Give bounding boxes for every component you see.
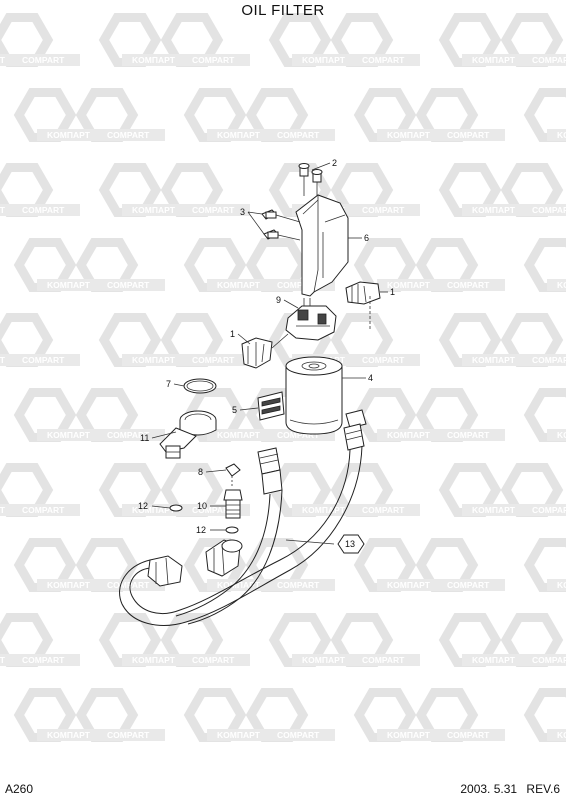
page-title: OIL FILTER <box>241 2 325 19</box>
filter-cartridge <box>285 356 343 435</box>
callout-6: 6 <box>364 233 369 243</box>
callout-7: 7 <box>166 379 171 389</box>
revision-date: 2003. 5.31 <box>460 782 518 796</box>
sensor-connector-left <box>241 333 289 369</box>
filter-base-adapter <box>159 410 217 459</box>
callout-5: 5 <box>232 405 237 415</box>
revision-number: REV.6 <box>526 782 560 796</box>
revision-info: 2003. 5.31 REV.6 <box>454 782 560 796</box>
callout-13-hexagon <box>337 534 365 554</box>
callout-4: 4 <box>368 373 373 383</box>
leader-lines <box>151 162 388 545</box>
side-bolts <box>261 209 301 241</box>
bracket-bolts <box>298 163 323 196</box>
callout-13: 13 <box>345 539 355 549</box>
callout-1-left: 1 <box>230 329 235 339</box>
callout-1-right: 1 <box>390 287 395 297</box>
nipple-fitting <box>223 489 243 519</box>
o-ring <box>183 378 217 394</box>
filter-head <box>285 298 337 341</box>
callout-8: 8 <box>198 467 203 477</box>
sensor-connector-right <box>345 281 381 330</box>
page-code: A260 <box>5 782 34 796</box>
hose-fittings-right <box>257 409 367 495</box>
hose-assembly <box>119 445 363 626</box>
callout-12-left: 12 <box>138 501 148 511</box>
gasket-8 <box>225 463 241 486</box>
callout-9: 9 <box>276 295 281 305</box>
callout-3: 3 <box>240 207 245 217</box>
filter-bracket <box>295 194 349 297</box>
callout-12-right: 12 <box>196 525 206 535</box>
filter-label <box>257 391 285 421</box>
callout-10: 10 <box>197 501 207 511</box>
callout-2: 2 <box>332 158 337 168</box>
callout-11: 11 <box>140 433 149 443</box>
